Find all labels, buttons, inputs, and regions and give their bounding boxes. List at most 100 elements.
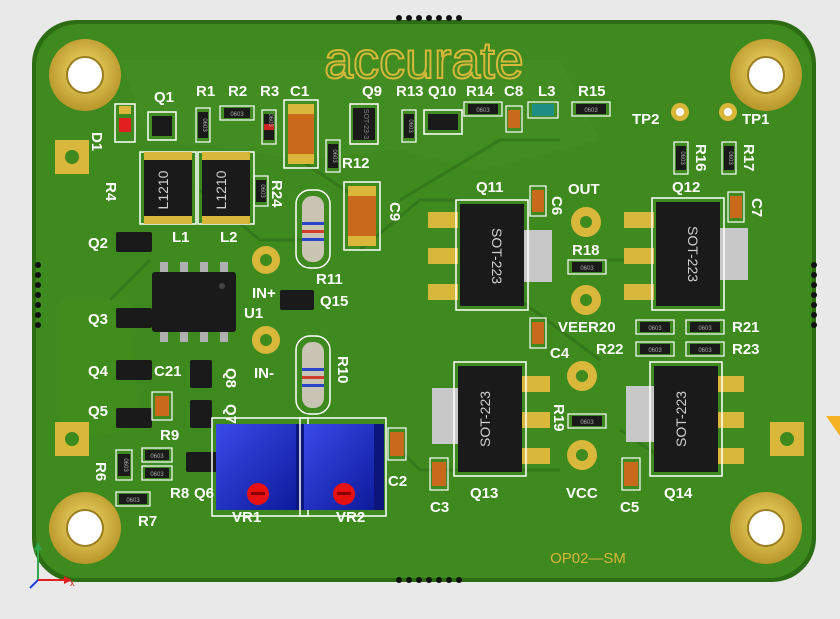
regulator-q14[interactable]: SOT-223 — [626, 361, 744, 477]
resistor-r10[interactable] — [295, 335, 331, 415]
resistor-r12[interactable]: 0603 — [325, 139, 341, 173]
pad-veer[interactable] — [571, 285, 601, 315]
transistor-q10[interactable] — [423, 109, 463, 135]
label-q13: Q13 — [470, 485, 498, 502]
test-point-tp2[interactable] — [671, 103, 689, 121]
mounting-hole-top-right — [730, 39, 802, 111]
capacitor-c2[interactable] — [387, 427, 407, 461]
resistor-r9[interactable]: 0603 — [141, 465, 173, 481]
capacitor-c1[interactable] — [283, 99, 319, 169]
label-r3: R3 — [260, 83, 279, 100]
label-c7: C7 — [748, 198, 765, 217]
resistor-r1[interactable]: 0603 — [195, 107, 211, 143]
edge-dots-bottom — [396, 577, 462, 583]
edge-dots-left — [35, 262, 41, 328]
resistor-r13[interactable]: 0603 — [401, 109, 417, 143]
capacitor-c7[interactable] — [727, 191, 745, 223]
resistor-r20[interactable]: 0603 — [635, 319, 675, 335]
mounting-hole-bottom-right — [730, 492, 802, 564]
r23-code: 0603 — [698, 348, 712, 354]
logo-text: accurate — [324, 32, 523, 90]
regulator-q12[interactable]: SOT-223 — [624, 197, 748, 311]
capacitor-c5[interactable] — [621, 457, 641, 491]
resistor-r6[interactable]: 0603 — [115, 449, 133, 481]
transistor-q5[interactable] — [116, 408, 152, 428]
pad-in-minus[interactable] — [252, 326, 280, 354]
resistor-r16[interactable]: 0603 — [673, 141, 689, 175]
trimpot-vr2[interactable] — [299, 417, 387, 517]
l1-marking: L1210 — [155, 170, 171, 209]
resistor-r22[interactable]: 0603 — [635, 341, 675, 357]
resistor-r15[interactable]: 0603 — [571, 101, 611, 117]
label-q6: Q6 — [194, 485, 214, 502]
label-r11: R11 — [316, 271, 343, 288]
transistor-q8[interactable] — [190, 360, 212, 388]
capacitor-c8[interactable] — [505, 105, 523, 133]
r17-code: 0603 — [727, 151, 733, 165]
led-d1[interactable] — [114, 103, 136, 143]
label-out: OUT — [568, 181, 600, 198]
board-name: OP02—SM — [550, 550, 626, 567]
transistor-q4[interactable] — [116, 360, 152, 380]
inductor-l2[interactable]: L1210 — [197, 151, 255, 225]
capacitor-c21[interactable] — [151, 391, 173, 421]
resistor-r17[interactable]: 0603 — [721, 141, 737, 175]
label-r7: R7 — [138, 513, 157, 530]
pad-in-plus[interactable] — [252, 246, 280, 274]
r8-code: 0603 — [150, 454, 164, 460]
label-l2: L2 — [220, 229, 238, 246]
regulator-q11[interactable]: SOT-223 — [428, 199, 552, 311]
label-c4: C4 — [550, 345, 570, 362]
pad-vcc[interactable] — [567, 440, 597, 470]
resistor-r18[interactable]: 0603 — [567, 259, 607, 275]
transistor-q7[interactable] — [190, 400, 212, 428]
transistor-q15[interactable] — [280, 290, 314, 310]
resistor-r14[interactable]: 0603 — [463, 101, 503, 117]
label-r1: R1 — [196, 83, 215, 100]
transistor-q2[interactable] — [116, 232, 152, 252]
inductor-l3[interactable] — [527, 101, 559, 119]
trimpot-vr1[interactable] — [211, 417, 309, 517]
transistor-q6[interactable] — [186, 452, 220, 472]
transistor-q9[interactable]: SOT-23-3 — [349, 103, 379, 145]
r6-code: 0603 — [122, 458, 128, 472]
resistor-r23[interactable]: 0603 — [685, 341, 725, 357]
pad-out[interactable] — [571, 207, 601, 237]
r18-code: 0603 — [580, 266, 594, 272]
label-r8: R8 — [170, 485, 189, 502]
inductor-l1[interactable]: L1210 — [139, 151, 197, 225]
label-c9: C9 — [386, 202, 403, 221]
resistor-r24[interactable]: 0603 — [253, 175, 269, 207]
capacitor-c6[interactable] — [529, 185, 547, 217]
label-c6: C6 — [548, 196, 565, 215]
resistor-r21[interactable]: 0603 — [685, 319, 725, 335]
pad-vcc-upper[interactable] — [567, 361, 597, 391]
test-point-tp1[interactable] — [719, 103, 737, 121]
transistor-q3[interactable] — [116, 308, 152, 328]
transistor-q1[interactable] — [147, 111, 177, 141]
r22-code: 0603 — [648, 348, 662, 354]
resistor-r19[interactable]: 0603 — [567, 413, 607, 429]
resistor-r3[interactable]: 0603 — [261, 109, 277, 145]
label-r2: R2 — [228, 83, 247, 100]
label-q8: Q8 — [222, 368, 239, 388]
r19-code: 0603 — [580, 420, 594, 426]
axis-y-label: y — [34, 545, 38, 554]
side-pad-left-bottom — [55, 422, 89, 456]
regulator-q13[interactable]: SOT-223 — [432, 361, 550, 477]
capacitor-c4[interactable] — [529, 317, 547, 349]
resistor-r8[interactable]: 0603 — [141, 447, 173, 463]
resistor-r7[interactable]: 0603 — [115, 491, 151, 507]
edge-dots-right — [811, 262, 817, 328]
r1-code: 0603 — [201, 118, 207, 132]
label-r14: R14 — [466, 83, 494, 100]
opamp-u1[interactable] — [152, 262, 236, 342]
resistor-r2[interactable]: 0603 — [219, 105, 255, 121]
capacitor-c3[interactable] — [429, 457, 449, 491]
r24-code: 0603 — [259, 184, 265, 198]
label-c8: C8 — [504, 83, 523, 100]
corner-marker — [826, 416, 840, 436]
resistor-r11[interactable] — [295, 189, 331, 269]
capacitor-c9[interactable] — [343, 181, 381, 251]
